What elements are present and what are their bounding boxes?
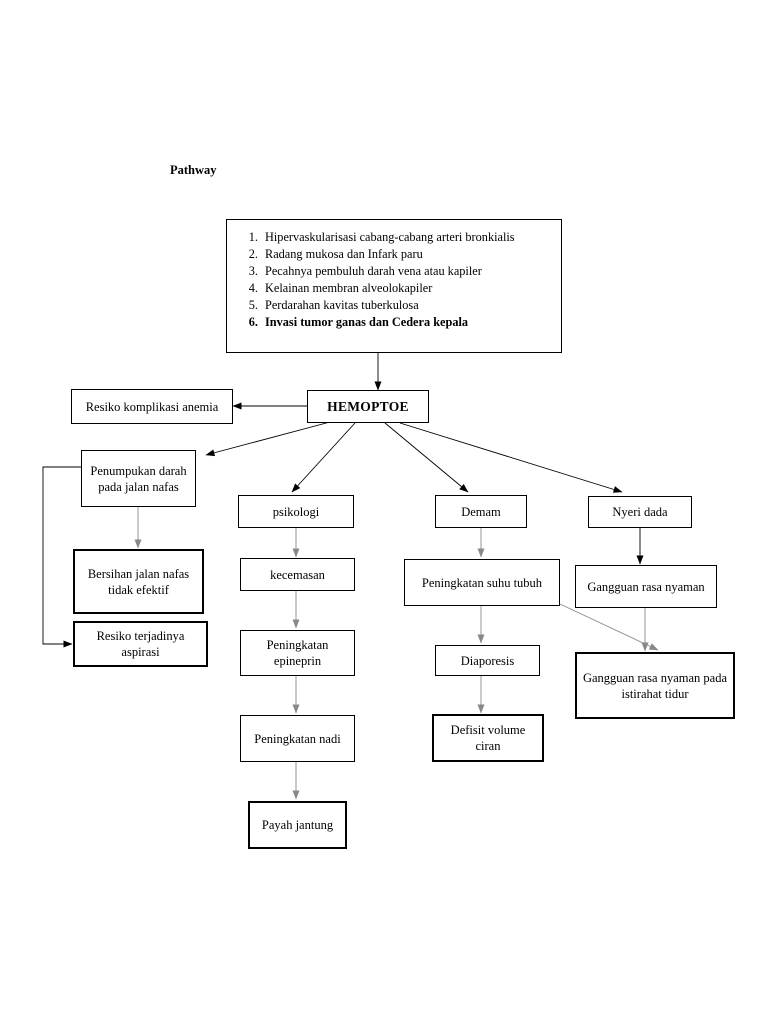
node-psikologi: psikologi — [238, 495, 354, 528]
node-diaporesis: Diaporesis — [435, 645, 540, 676]
node-resiko-komplikasi-anemia: Resiko komplikasi anemia — [71, 389, 233, 424]
cause-item: Hipervaskularisasi cabang-cabang arteri … — [261, 229, 551, 246]
cause-item: Invasi tumor ganas dan Cedera kepala — [261, 314, 551, 331]
node-kecemasan: kecemasan — [240, 558, 355, 591]
cause-item: Perdarahan kavitas tuberkulosa — [261, 297, 551, 314]
node-bersihan-jalan-nafas: Bersihan jalan nafas tidak efektif — [73, 549, 204, 614]
node-demam: Demam — [435, 495, 527, 528]
node-resiko-aspirasi: Resiko terjadinya aspirasi — [73, 621, 208, 667]
node-nyeri-dada: Nyeri dada — [588, 496, 692, 528]
causes-box: Hipervaskularisasi cabang-cabang arteri … — [226, 219, 562, 353]
node-gangguan-rasa-nyaman: Gangguan rasa nyaman — [575, 565, 717, 608]
node-peningkatan-epineprin: Peningkatan epineprin — [240, 630, 355, 676]
causes-list: Hipervaskularisasi cabang-cabang arteri … — [239, 229, 551, 331]
cause-item: Pecahnya pembuluh darah vena atau kapile… — [261, 263, 551, 280]
node-payah-jantung: Payah jantung — [248, 801, 347, 849]
cause-item: Kelainan membran alveolokapiler — [261, 280, 551, 297]
node-hemoptoe: HEMOPTOE — [307, 390, 429, 423]
node-defisit-volume-cairan: Defisit volume ciran — [432, 714, 544, 762]
node-gangguan-istirahat-tidur: Gangguan rasa nyaman pada istirahat tidu… — [575, 652, 735, 719]
cause-item: Radang mukosa dan Infark paru — [261, 246, 551, 263]
node-peningkatan-nadi: Peningkatan nadi — [240, 715, 355, 762]
node-penumpukan-darah: Penumpukan darah pada jalan nafas — [81, 450, 196, 507]
page-title: Pathway — [170, 163, 217, 177]
node-peningkatan-suhu-tubuh: Peningkatan suhu tubuh — [404, 559, 560, 606]
